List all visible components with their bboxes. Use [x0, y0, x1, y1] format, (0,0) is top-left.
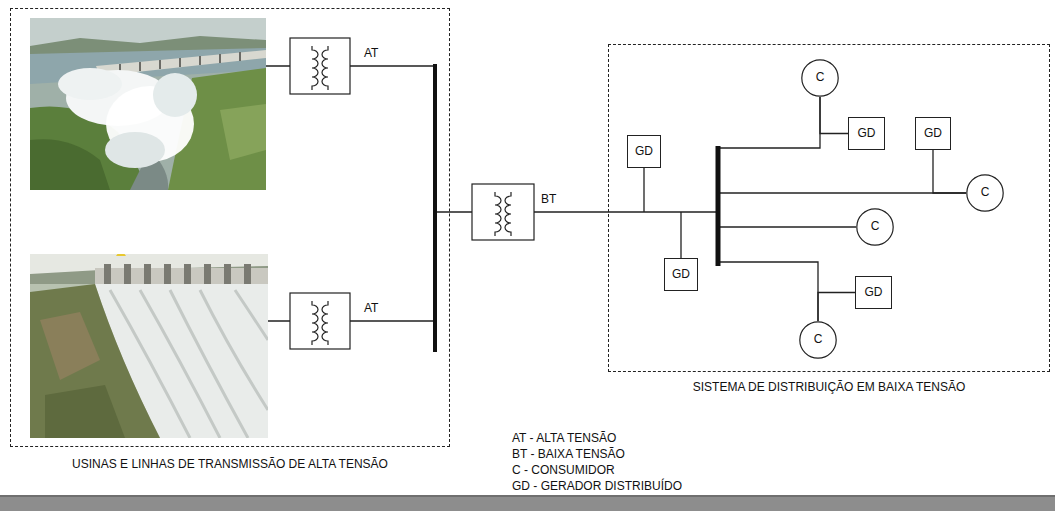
legend-row: GD - GERADOR DISTRIBUÍDO	[512, 476, 682, 494]
circle-outline-shape	[802, 60, 838, 96]
transformer-symbol-part	[290, 38, 350, 94]
spillway-photo-part	[30, 284, 160, 438]
connector	[933, 150, 966, 193]
dam-photo-part	[120, 52, 240, 73]
wire-part	[435, 211, 718, 212]
legend-text: AT - ALTA TENSÃO	[512, 432, 616, 446]
dashed-region: CGDGDGDCCGDGDCSISTEMA DE DISTRIBUIÇÃO EM…	[608, 44, 1050, 372]
transformer-symbol	[290, 38, 350, 94]
consumer-circle: C	[799, 321, 837, 359]
node-label: GD	[924, 127, 942, 141]
generator-box: GD	[915, 117, 951, 150]
voltage-label: AT	[364, 47, 378, 61]
label-holder: AT	[364, 47, 378, 61]
generator-box: GD	[848, 117, 885, 150]
legend-row: AT - ALTA TENSÃO	[512, 428, 616, 446]
spillway-photo-part	[45, 385, 125, 438]
consumer-circle: C	[856, 208, 894, 246]
footer-bar-part	[0, 495, 1055, 511]
wire-part	[718, 97, 820, 148]
footer-bar-part	[0, 495, 1055, 497]
legend-row: C - CONSUMIDOR	[512, 460, 615, 478]
connector	[820, 97, 848, 134]
dam-photo-part	[220, 104, 266, 160]
dam-photo-part	[58, 68, 122, 100]
wire	[266, 66, 966, 321]
node-label: GD	[672, 268, 690, 282]
legend-row: BT - BAIXA TENSÃO	[512, 444, 625, 462]
label-holder: BT	[541, 193, 556, 207]
node-label: GD	[858, 127, 876, 141]
legend-text: GD - GERADOR DISTRIBUÍDO	[512, 480, 682, 494]
node-label: GD	[865, 286, 883, 300]
node-label: C	[871, 220, 880, 234]
transformer-symbol	[290, 293, 350, 349]
voltage-label: AT	[364, 302, 378, 316]
consumer-circle: C	[966, 174, 1004, 212]
dam-photo-part	[30, 18, 266, 190]
wire-part	[718, 262, 818, 321]
transformer-symbol-part	[312, 301, 318, 345]
dam-photo-part	[105, 132, 165, 168]
transformer-symbol-part	[312, 46, 318, 90]
transformer-symbol-part	[322, 301, 328, 345]
bus-bar	[435, 64, 718, 352]
bus-bar-part	[716, 146, 721, 266]
wire-part	[644, 168, 681, 258]
node-label: C	[981, 186, 990, 200]
connector	[818, 293, 855, 322]
circle-outline-shape	[967, 175, 1003, 211]
transformer-symbol	[472, 184, 534, 240]
label-holder: AT	[364, 302, 378, 316]
bus-bar-part	[433, 64, 437, 352]
spillway-photo-part	[40, 312, 100, 380]
spillway-photo-part	[30, 254, 268, 438]
dam-photo-part	[30, 139, 110, 190]
region-caption: SISTEMA DE DISTRIBUIÇÃO EM BAIXA TENSÃO	[609, 381, 1049, 395]
node-label: GD	[635, 145, 653, 159]
legend-text: C - CONSUMIDOR	[512, 464, 615, 478]
generator-box: GD	[664, 258, 698, 291]
spillway-photo-part	[104, 264, 251, 286]
dam-photo	[30, 18, 266, 190]
voltage-label: BT	[541, 193, 556, 207]
legend-text: BT - BAIXA TENSÃO	[512, 448, 625, 462]
generator-box: GD	[627, 135, 661, 168]
wire-part	[718, 192, 966, 193]
region-caption: USINAS E LINHAS DE TRANSMISSÃO DE ALTA T…	[11, 458, 449, 472]
wire-part	[266, 65, 435, 66]
spillway-photo	[30, 254, 268, 438]
transformer-symbol-part	[472, 184, 534, 240]
generator-box: GD	[855, 276, 892, 309]
wire-part	[718, 226, 856, 227]
wire-part	[268, 320, 435, 321]
consumer-circle: C	[801, 59, 839, 97]
spillway-photo-part	[95, 268, 268, 284]
dashed-region: USINAS E LINHAS DE TRANSMISSÃO DE ALTA T…	[10, 8, 450, 447]
transformer-symbol-part	[495, 192, 501, 236]
dam-photo-part	[153, 73, 197, 117]
spillway-photo-part	[116, 254, 126, 256]
circle-outline-shape	[800, 322, 836, 358]
node-label: C	[814, 333, 823, 347]
transformer-symbol-part	[505, 192, 511, 236]
transformer-symbol-part	[290, 293, 350, 349]
node-label: C	[816, 71, 825, 85]
circle-outline-shape	[857, 209, 893, 245]
footer-bar	[0, 495, 1055, 511]
transformer-symbol-part	[322, 46, 328, 90]
